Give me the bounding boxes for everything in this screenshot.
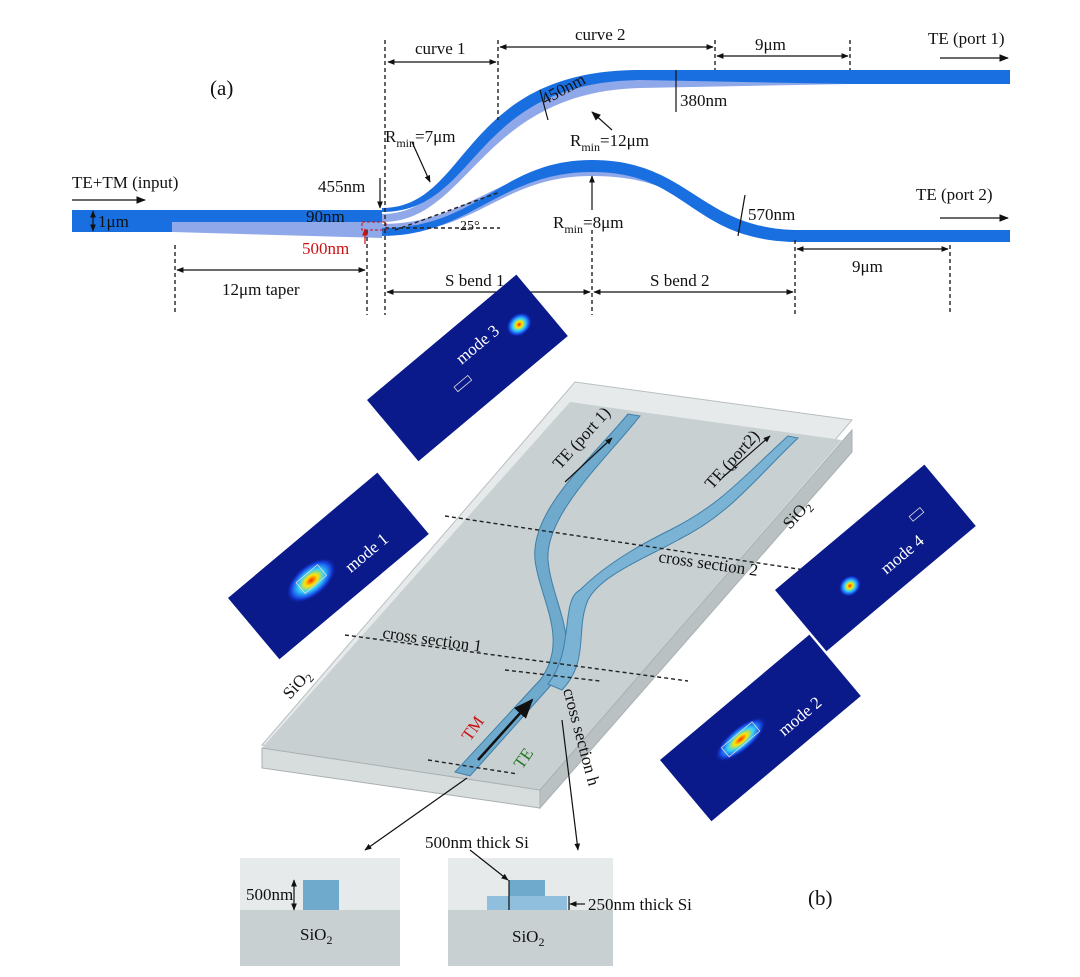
3d-waveguide-lower (547, 435, 800, 691)
sio2-box2-label: SiO2 (512, 927, 544, 949)
leader-500-thick (469, 849, 509, 881)
cross-section-2-line (444, 515, 806, 571)
w500-label: 500nm (302, 239, 349, 258)
angle-line-2 (394, 191, 501, 231)
chip-input-arrow (477, 698, 534, 761)
panel-a-label: (a) (210, 76, 233, 100)
cross-section-1-line (344, 634, 689, 682)
lower-waveguide-core (382, 160, 1010, 242)
tick-570 (737, 194, 746, 237)
sbend1-label: S bend 1 (445, 271, 505, 290)
h500-label: 500nm (246, 885, 293, 904)
port2-label: TE (port 2) (916, 185, 992, 204)
len-9um-top-label: 9μm (755, 35, 786, 54)
sio2-box1-label: SiO2 (300, 925, 332, 947)
leader-input-box (364, 777, 468, 851)
port1-label: TE (port 1) (928, 29, 1004, 48)
panel-b-label: (b) (808, 886, 833, 910)
mode3-hotspot (506, 312, 532, 337)
port1-3d-arrow (564, 437, 613, 483)
mode4-hotspot (838, 575, 862, 597)
port2-3d-arrow (721, 435, 771, 479)
leader-h-box (561, 719, 581, 851)
rmin7-label: Rmin=7μm (385, 127, 455, 150)
input-label: TE+TM (input) (72, 173, 178, 192)
taper-light (172, 222, 382, 238)
len-9um-bottom-label: 9μm (852, 257, 883, 276)
si-core-500 (303, 880, 339, 910)
w455-label: 455nm (318, 177, 365, 196)
mode1-panel: mode 1 (228, 472, 429, 660)
tick-450 (539, 89, 549, 121)
input-section-line (427, 759, 519, 775)
mode4-panel: mode 4 (775, 464, 976, 652)
width-1um-label: 1μm (98, 212, 129, 231)
w450-label: 450nm (538, 70, 589, 109)
3d-waveguide-upper (454, 413, 641, 777)
thick250-label: 250nm thick Si (588, 895, 692, 914)
cross-section-box-input: 500nm SiO2 (240, 858, 400, 966)
w90-label: 90nm (306, 207, 345, 226)
taper-label: 12μm taper (222, 280, 300, 299)
w570-label: 570nm (748, 205, 795, 224)
thick500-label: 500nm thick Si (425, 833, 529, 852)
panel-a: (a) TE+TM (input) TE (port 1) TE (port 2… (72, 25, 1010, 315)
rmin8-label: Rmin=8μm (553, 213, 623, 236)
panel-b: mode 3 mode 1 mode 4 mode 2 TE (port 1) … (228, 274, 976, 966)
cross-section-box-h: 500nm thick Si 250nm thick Si SiO2 (425, 833, 692, 966)
angle-label: 25° (460, 219, 480, 234)
si-rib-500 (509, 880, 545, 896)
cross-section-h-line (504, 669, 601, 682)
sbend2-label: S bend 2 (650, 271, 710, 290)
rmin12-label: Rmin=12μm (570, 131, 649, 154)
gap-box-red (361, 221, 387, 231)
si-slab-250 (487, 896, 567, 910)
chip-side-face (539, 428, 853, 810)
mode1-hotspot (285, 557, 337, 604)
arrow-rmin12 (591, 111, 613, 131)
curve2-label: curve 2 (575, 25, 626, 44)
upper-waveguide-light (382, 74, 850, 222)
mode2-panel: mode 2 (660, 634, 861, 822)
curve1-label: curve 1 (415, 39, 466, 58)
mode3-panel: mode 3 (367, 274, 568, 462)
arrow-rmin7 (411, 141, 431, 183)
w380-label: 380nm (680, 91, 727, 110)
mode2-hotspot (714, 716, 767, 762)
